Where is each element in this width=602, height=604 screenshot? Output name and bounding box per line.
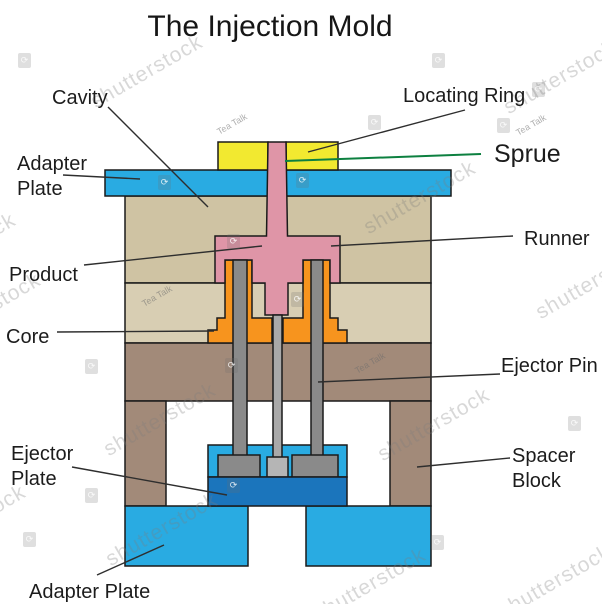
ejector-plate-shape: [207, 476, 348, 507]
core-leader-line: [56, 330, 215, 333]
label-ejector-plate-line2: Plate: [11, 468, 57, 490]
locating-ring-left-shape: [217, 141, 269, 171]
adapter-plate-bottom-left-shape: [124, 505, 249, 567]
ejector-pin-leader-line: [317, 373, 501, 383]
ejector-pin-right-shape: [310, 259, 324, 459]
label-core: Core: [6, 326, 50, 348]
pin-head-left-shape: [217, 454, 261, 478]
adapter-plate-bottom-right-shape: [305, 505, 432, 567]
label-ejector-plate-line1: Ejector: [11, 443, 74, 465]
label-adapter-plate-bottom: Adapter Plate: [29, 581, 151, 603]
label-runner: Runner: [524, 228, 590, 250]
spacer-block-right-shape: [389, 400, 432, 507]
sprue-leader-line: [284, 153, 482, 162]
label-spacer-block-line1: Spacer: [512, 445, 576, 467]
cavity-leader-line: [107, 106, 209, 208]
sprue-puller-pin-shape: [272, 314, 283, 461]
label-product: Product: [9, 264, 78, 286]
ejector-pin-left-shape: [232, 259, 248, 459]
label-ejector-pin: Ejector Pin: [501, 355, 598, 377]
ejector-plate-leader-line: [71, 466, 228, 496]
pin-head-center-shape: [266, 456, 289, 478]
molded-part-shape: [214, 141, 341, 316]
locating-ring-leader-line: [307, 109, 466, 153]
diagram-title: The Injection Mold: [147, 10, 393, 43]
label-spacer-block-line2: Block: [512, 470, 561, 492]
pin-head-right-shape: [291, 454, 339, 478]
runner-leader-line: [330, 235, 514, 247]
label-sprue: Sprue: [494, 140, 561, 168]
label-adapter-plate-top-line1: Adapter: [17, 153, 88, 175]
label-cavity: Cavity: [52, 87, 108, 109]
product-leader-line: [83, 245, 263, 266]
spacer-block-left-shape: [124, 400, 167, 507]
label-adapter-plate-top-line2: Plate: [17, 178, 63, 200]
spacer-block-leader-line: [416, 457, 511, 468]
adapter-plate-bottom-leader-line: [96, 544, 165, 576]
label-locating-ring: Locating Ring: [403, 85, 526, 107]
adapter-plate-top-leader-line: [62, 174, 141, 180]
